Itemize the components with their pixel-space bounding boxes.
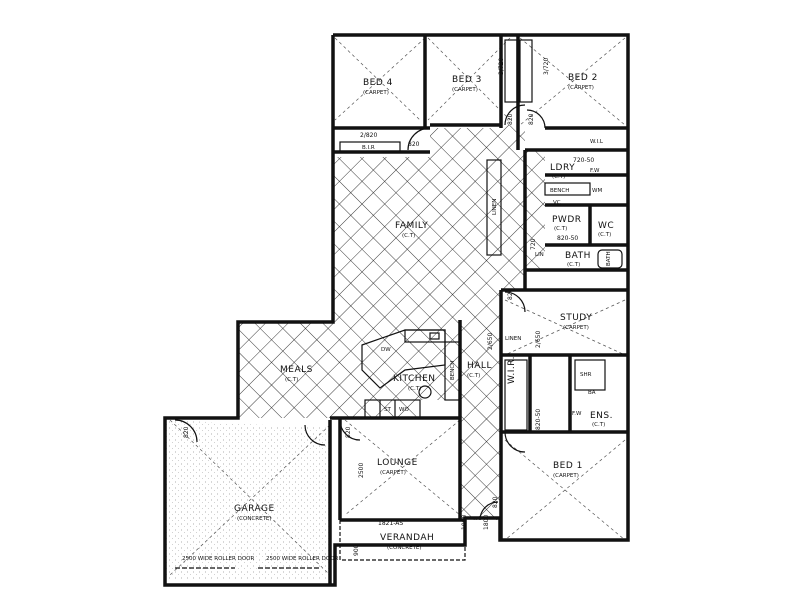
- garage-floor: [165, 420, 330, 580]
- dim-1000: 1000: [461, 515, 468, 530]
- dim-820-c: 820: [528, 113, 535, 125]
- room-labels: BED 4 (CARPET) BED 3 (CARPET) BED 2 (CAR…: [234, 73, 614, 551]
- dim-820-e: 820: [345, 426, 352, 438]
- label-wm: WM: [592, 188, 602, 194]
- dim-2820: 2/820: [360, 132, 377, 139]
- room-name-ldry: LDRY: [550, 163, 575, 173]
- wet-area-benches: [544, 182, 591, 196]
- interior-walls: [328, 35, 628, 585]
- room-floor-kitchen: (C.T): [408, 386, 421, 392]
- dim-820-f: 820: [507, 288, 514, 300]
- hall-linen-cupboard: [486, 159, 502, 256]
- room-name-bed3: BED 3: [452, 75, 482, 85]
- room-floor-pwdr: (C.T): [554, 226, 567, 232]
- label-bench: BENCH: [450, 361, 456, 380]
- dim-3720-a: 3/720: [498, 58, 505, 75]
- room-name-lounge: LOUNGE: [377, 458, 418, 468]
- room-name-meals: MEALS: [280, 365, 313, 375]
- room-floor-ens: (C.T): [592, 422, 605, 428]
- dim-820-50-b: 820-50: [535, 409, 542, 430]
- room-floor-bed2: (CARPET): [568, 85, 594, 91]
- label-lin: LIN: [535, 252, 544, 258]
- dim-820-50: 820-50: [557, 235, 578, 242]
- dim-720-50: 720-50: [573, 157, 594, 164]
- dim-900: 900: [353, 544, 360, 556]
- room-name-hall: HALL: [467, 361, 492, 371]
- room-name-ens: ENS.: [590, 411, 613, 421]
- ensuite-shower: [574, 359, 606, 391]
- label-fw: F.W: [572, 411, 582, 417]
- label-wo: WO: [399, 407, 409, 413]
- room-floor-ldry: (C.T): [552, 174, 565, 180]
- tiled-floor: [238, 125, 545, 520]
- label-fw-ldry: F.W: [590, 168, 600, 174]
- bir-bed2: [519, 39, 533, 103]
- door-swings: [174, 104, 546, 521]
- label-bath-tub: BATH: [606, 251, 612, 266]
- room-floor-wc: (C.T): [598, 232, 611, 238]
- dim-720: 720: [530, 238, 537, 250]
- room-name-kitchen: KITCHEN: [393, 374, 436, 384]
- label-linen-hall: LINEN: [505, 336, 521, 342]
- dim-2500: 2500: [358, 463, 365, 478]
- room-floor-family: (C.T): [402, 233, 415, 239]
- label-linen: LINEN: [492, 199, 498, 215]
- room-name-study: STUDY: [560, 313, 592, 323]
- room-name-verandah: VERANDAH: [380, 533, 434, 543]
- dim-820-a: 820: [408, 141, 420, 148]
- label-st: ST: [384, 407, 391, 413]
- room-floor-bed3: (CARPET): [452, 87, 478, 93]
- room-name-garage: GARAGE: [234, 504, 275, 514]
- room-floor-verandah: (CONCRETE): [387, 545, 422, 551]
- label-dw: DW: [381, 347, 391, 353]
- bath-tub: [597, 249, 623, 269]
- room-name-pwdr: PWDR: [552, 215, 582, 225]
- dim-820-b: 820: [507, 113, 514, 125]
- label-bir-bed4: B.I.R: [362, 145, 375, 151]
- label-wil: W.I.L: [590, 139, 604, 145]
- room-floor-bed4: (CARPET): [363, 90, 389, 96]
- room-name-bed1: BED 1: [553, 461, 583, 471]
- kitchen-fixtures: [361, 329, 461, 419]
- room-floor-study: (CARPET): [563, 325, 589, 331]
- room-name-wc: WC: [598, 221, 614, 231]
- bir-bed3: [504, 39, 518, 103]
- room-name-family: FAMILY: [395, 221, 428, 231]
- label-ba: BA: [588, 390, 596, 396]
- dim-3720-b: 3/720: [543, 58, 550, 75]
- label-garage-door-right: 2500 WIDE ROLLER DOOR: [266, 556, 338, 562]
- dim-2650-b: 2/650: [535, 331, 542, 348]
- dim-1800: 1800: [483, 515, 490, 530]
- dim-1821: 1821-AS: [378, 520, 403, 527]
- label-vc: VC: [553, 200, 561, 206]
- label-shr: SHR: [580, 372, 592, 378]
- room-floor-meals: (C.T): [285, 377, 298, 383]
- wir-wall-robe: [504, 359, 528, 431]
- room-name-bed4: BED 4: [363, 78, 393, 88]
- bir-bed4: [339, 141, 401, 153]
- room-floor-garage: (CONCRETE): [237, 516, 272, 522]
- exterior-walls: [163, 33, 630, 587]
- dimension-labels: 2/820 3/720 3/720 820 820 820 720 720-50…: [183, 58, 594, 556]
- room-floor-bath: (C.T): [567, 262, 580, 268]
- label-garage-door-left: 2500 WIDE ROLLER DOOR: [182, 556, 254, 562]
- room-floor-lounge: (CARPET): [380, 470, 406, 476]
- dim-2650-a: 2/650: [487, 333, 494, 350]
- room-name-wir: W.I.R.: [507, 356, 517, 384]
- dim-820-d: 820: [183, 426, 190, 438]
- room-name-bath: BATH: [565, 251, 591, 261]
- room-floor-bed1: (CARPET): [553, 473, 579, 479]
- room-name-bed2: BED 2: [568, 73, 598, 83]
- ceiling-diagonals: [169, 37, 626, 576]
- room-floor-hall: (C.T): [467, 373, 480, 379]
- dim-820-g: 820: [492, 496, 499, 508]
- label-bench-ldry: BENCH: [550, 188, 569, 194]
- verandah-outline: [175, 520, 466, 569]
- fixture-labels: B.I.R W.I.L LINEN LIN DW ST WO BENCH BEN…: [182, 139, 612, 562]
